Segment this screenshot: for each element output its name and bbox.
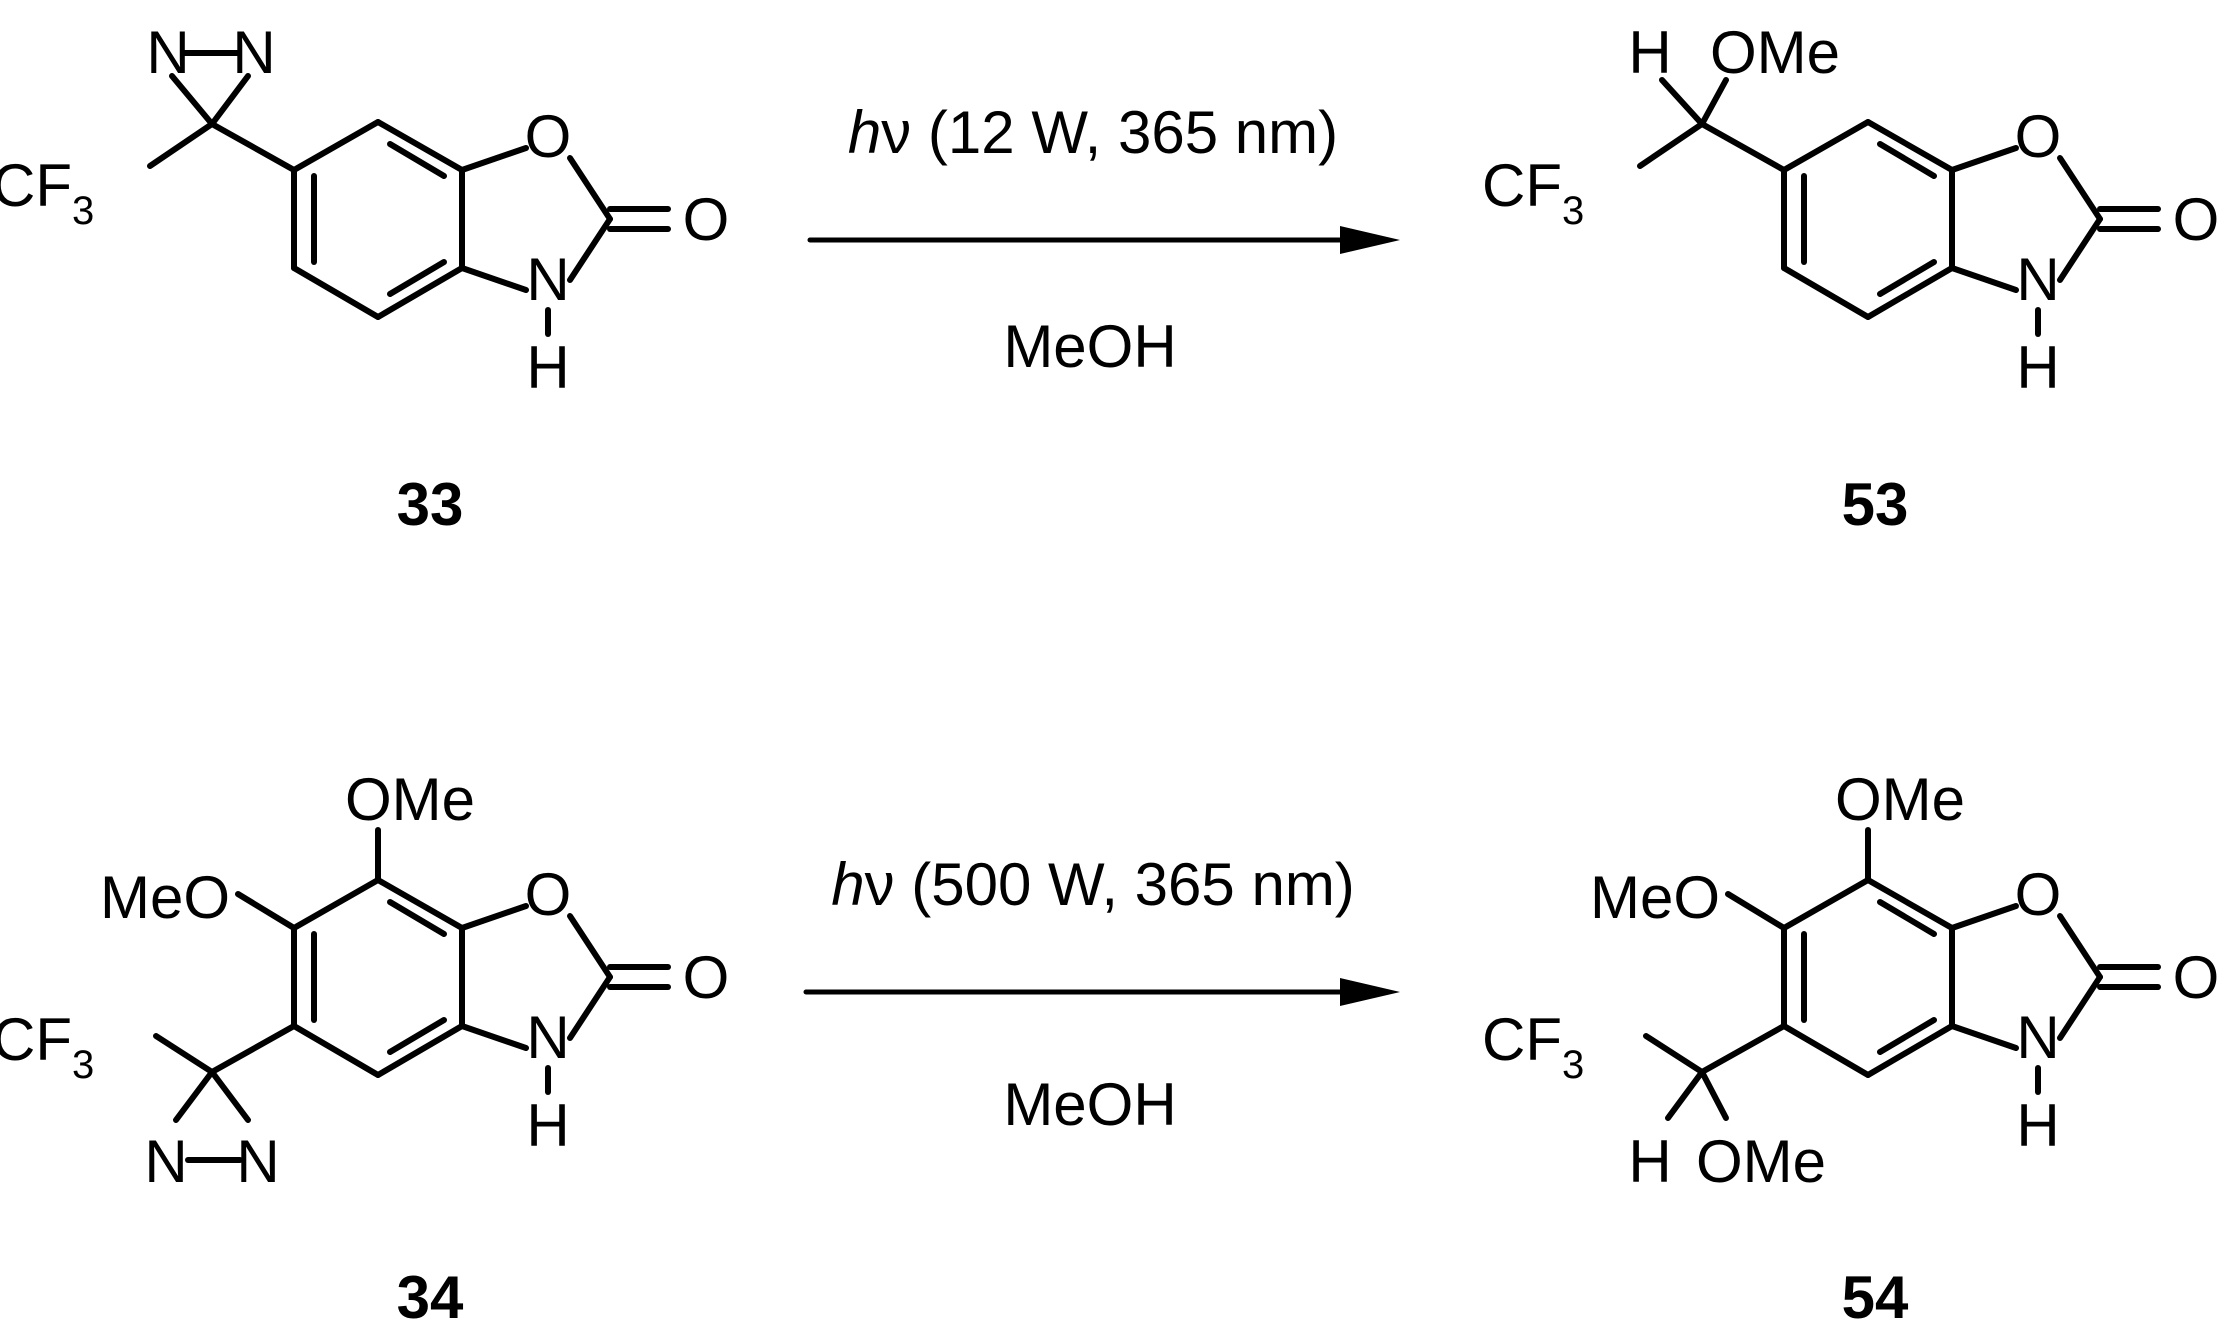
compound-53: H OMe CF 3 O O N H 53 [1482, 19, 2219, 538]
atom-label: OMe [1710, 19, 1840, 86]
arrowhead [1340, 226, 1400, 254]
compound-54: OMe MeO CF 3 H OMe O O N H 54 [1482, 766, 2219, 1331]
atom-subscript: 3 [1562, 189, 1584, 233]
atom-label: N [236, 1128, 279, 1195]
bonds-33 [147, 50, 671, 337]
atom-label: N [2016, 1004, 2059, 1071]
reaction-conditions-above: hν (500 W, 365 nm) [831, 851, 1355, 918]
atom-label: H [2016, 1092, 2059, 1159]
atom-label: O [683, 186, 730, 253]
atom-label: OMe [1835, 766, 1965, 833]
compound-number: 33 [397, 471, 464, 538]
atom-label: H [2016, 334, 2059, 401]
reaction-arrow [807, 226, 1400, 254]
compound-number: 34 [397, 1264, 464, 1331]
atom-label: N [146, 19, 189, 86]
atom-label: O [2015, 103, 2062, 170]
atom-label: OMe [1696, 1128, 1826, 1195]
reaction-conditions-above: hν (12 W, 365 nm) [848, 99, 1338, 166]
reaction-conditions-below: MeOH [1003, 1071, 1176, 1138]
reaction-conditions-below: MeOH [1003, 313, 1176, 380]
atom-label: H [526, 1092, 569, 1159]
atom-label: O [525, 103, 572, 170]
atom-label: MeO [1590, 864, 1720, 931]
atom-subscript: 3 [1562, 1043, 1584, 1087]
atom-label: N [526, 1004, 569, 1071]
compound-34: OMe MeO CF 3 N N O O N H 34 [0, 766, 729, 1331]
atom-label: O [683, 944, 730, 1011]
compound-number: 53 [1842, 471, 1909, 538]
atom-label: CF [1482, 152, 1562, 219]
atom-label: CF [0, 1006, 72, 1073]
atom-label: O [2015, 861, 2062, 928]
atom-label: MeO [100, 864, 230, 931]
reaction-arrow [803, 978, 1400, 1006]
atom-subscript: 3 [72, 1043, 94, 1087]
atom-label: OMe [345, 766, 475, 833]
bonds-34 [153, 827, 671, 1163]
arrowhead [1340, 978, 1400, 1006]
compound-number: 54 [1842, 1264, 1909, 1331]
atom-label: H [1628, 1128, 1671, 1195]
atom-label: O [2173, 186, 2220, 253]
compound-33: N N CF 3 O O N H 33 [0, 19, 729, 538]
bonds-54 [1643, 827, 2161, 1121]
atom-label: CF [0, 152, 72, 219]
atom-label: O [525, 861, 572, 928]
atom-label: N [526, 246, 569, 313]
bonds-53 [1637, 77, 2161, 337]
reaction-1: N N CF 3 O O N H 33 hν (12 W, 365 nm) Me… [0, 19, 2219, 538]
atom-label: N [2016, 246, 2059, 313]
atom-label: H [526, 334, 569, 401]
atom-label: CF [1482, 1006, 1562, 1073]
atom-label: H [1628, 19, 1671, 86]
atom-label: N [232, 19, 275, 86]
atom-subscript: 3 [72, 189, 94, 233]
atom-label: O [2173, 944, 2220, 1011]
atom-label: N [144, 1128, 187, 1195]
reaction-2: OMe MeO CF 3 N N O O N H 34 hν (500 W, 3… [0, 766, 2219, 1331]
